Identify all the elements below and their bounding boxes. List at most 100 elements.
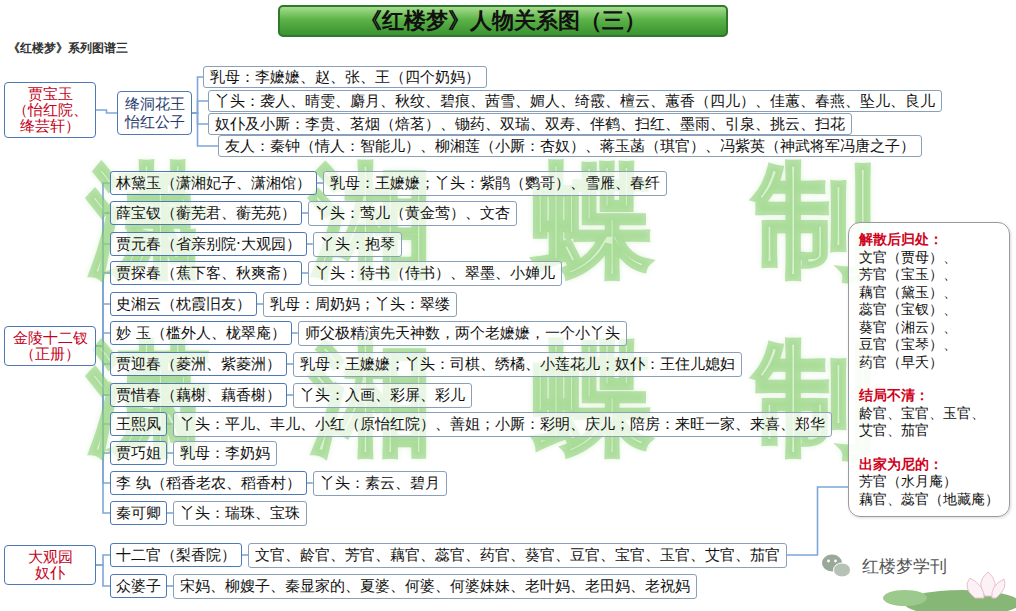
box-text: 贾巧姐	[116, 444, 161, 462]
box-text: 乳母：李奶妈	[180, 444, 270, 462]
box-text: 史湘云（枕霞旧友）	[116, 295, 251, 313]
detail-box: 乳母：李嬷嬷、赵、张、王（四个奶妈）	[203, 66, 487, 88]
box-text: 师父极精演先天神数，两个老嬷嬷，一个小丫头	[305, 324, 620, 342]
box-text: 贾宝玉	[12, 86, 88, 102]
box-text: 乳母：王嬷嬷；丫头：司棋、绣橘、小莲花儿；奴仆：王住儿媳妇	[300, 355, 735, 373]
box-text: 薛宝钗（蘅芜君、蘅芜苑）	[116, 204, 296, 222]
box-text: 芳官（宝玉）、	[859, 266, 999, 284]
box-text: 葵官（湘云）、	[859, 319, 999, 337]
character-box: 贾探春（蕉下客、秋爽斋）	[110, 261, 302, 285]
wechat-icon	[822, 555, 851, 578]
box-text: 丫头：入画、彩屏、彩儿	[300, 386, 465, 404]
detail-box: 乳母：李奶妈	[173, 441, 277, 466]
box-text: 丫头：素云、碧月	[320, 474, 440, 492]
tree-connector	[96, 565, 110, 586]
detail-box: 丫头：入画、彩屏、彩儿	[293, 383, 472, 408]
box-text: 十二官（梨香院）	[116, 546, 236, 564]
section-heading: 结局不清：	[859, 387, 999, 405]
box-text: 蕊官（宝钗）、	[859, 301, 999, 319]
section-heading: 出家为尼的：	[859, 456, 999, 474]
character-box: 秦可卿	[110, 501, 167, 525]
character-box: 史湘云（枕霞旧友）	[110, 292, 257, 316]
character-group: 大观园 奴仆	[4, 545, 96, 585]
box-text: 王熙凤	[116, 415, 161, 433]
box-text: 众婆子	[116, 577, 161, 595]
detail-box: 丫头：平儿、丰儿、小红（原怡红院）、善姐；小厮：彩明、庆儿；陪房：来旺一家、来喜…	[173, 412, 832, 437]
box-text: 乳母：王嬷嬷；丫头：紫鹃（鹦哥）、雪雁、春纤	[330, 174, 660, 192]
character-box: 贾迎春（菱洲、紫菱洲）	[110, 352, 287, 376]
box-text: 乳母：李嬷嬷、赵、张、王（四个奶妈）	[210, 68, 480, 86]
detail-box: 宋妈、柳嫂子、秦显家的、夏婆、何婆、何婆妹妹、老叶妈、老田妈、老祝妈	[173, 574, 697, 599]
section-heading: 解散后归处：	[859, 231, 999, 249]
box-text: 友人：秦钟（情人：智能儿）、柳湘莲（小厮：杏奴）、蒋玉菡（琪官）、冯紫英（神武将…	[225, 137, 915, 155]
character-box: 贾巧姐	[110, 441, 167, 465]
character-box: 十二官（梨香院）	[110, 543, 242, 567]
detail-box: 丫头：莺儿（黄金莺）、文杏	[308, 201, 517, 226]
detail-box: 丫头：袭人、晴雯、麝月、秋纹、碧痕、茜雪、媚人、绮霰、檀云、蕙香（四儿）、佳蕙、…	[208, 90, 942, 112]
title-banner: 《红楼梦》人物关系图（三）	[278, 5, 728, 37]
box-text: 龄官、宝官、玉官、	[859, 405, 999, 423]
fate-panel: 解散后归处：文官（贾母）、芳官（宝玉）、藕官（黛玉）、蕊官（宝钗）、葵官（湘云）…	[848, 222, 1010, 517]
box-text: 豆官（宝琴）、	[859, 336, 999, 354]
tree-connector	[96, 110, 117, 113]
box-text: 贾迎春（菱洲、紫菱洲）	[116, 355, 281, 373]
box-text: 文官、龄官、芳官、藕官、蕊官、药官、葵官、豆官、宝官、玉官、艾官、茄官	[255, 546, 780, 564]
detail-box: 丫头：素云、碧月	[313, 471, 447, 496]
box-text: 贾探春（蕉下客、秋爽斋）	[116, 264, 296, 282]
tree-connector	[96, 555, 110, 565]
character-box: 王熙凤	[110, 412, 167, 436]
detail-box: 乳母：周奶妈；丫头：翠缕	[263, 292, 457, 317]
detail-box: 奴仆及小厮：李贵、茗烟（焙茗）、锄药、双瑞、双寿、伴鹤、扫红、墨雨、引泉、挑云、…	[208, 113, 852, 135]
tree-connector	[307, 482, 313, 484]
source-credit: 红楼梦学刊	[862, 555, 947, 578]
detail-box: 文官、龄官、芳官、藕官、蕊官、药官、葵官、豆官、宝官、玉官、艾官、茄官	[248, 543, 787, 568]
tree-connector	[787, 487, 848, 555]
box-text: 丫头：抱琴	[320, 235, 395, 253]
detail-box: 丫头：待书（侍书）、翠墨、小婵儿	[308, 261, 562, 286]
box-text: 奴仆及小厮：李贵、茗烟（焙茗）、锄药、双瑞、双寿、伴鹤、扫红、墨雨、引泉、挑云、…	[215, 115, 845, 133]
box-text: （正册）	[12, 346, 88, 362]
box-text: 文官（贾母）、	[859, 249, 999, 267]
tree-connector	[292, 332, 298, 334]
box-text: 药官（早夭）	[859, 354, 999, 372]
character-box: 妙 玉（槛外人、栊翠庵）	[110, 321, 292, 345]
box-text: 李 纨（稻香老农、稻香村）	[116, 474, 301, 492]
character-box: 李 纨（稻香老农、稻香村）	[110, 471, 307, 495]
box-text: 藕官、蕊官（地藏庵）	[859, 491, 999, 509]
detail-box: 丫头：瑞珠、宝珠	[173, 501, 307, 526]
character-box: 林黛玉（潇湘妃子、潇湘馆）	[110, 171, 317, 195]
box-text: 藕官（黛玉）、	[859, 284, 999, 302]
box-text: 秦可卿	[116, 504, 161, 522]
box-text: 林黛玉（潇湘妃子、潇湘馆）	[116, 174, 311, 192]
detail-box: 乳母：王嬷嬷；丫头：紫鹃（鹦哥）、雪雁、春纤	[323, 171, 667, 196]
box-text: 贾元春（省亲别院·大观园）	[116, 235, 301, 253]
character-box: 众婆子	[110, 574, 167, 598]
box-text: 妙 玉（槛外人、栊翠庵）	[116, 324, 286, 342]
detail-box: 乳母：王嬷嬷；丫头：司棋、绣橘、小莲花儿；奴仆：王住儿媳妇	[293, 352, 742, 377]
character-box: 贾元春（省亲别院·大观园）	[110, 232, 307, 256]
box-text: 丫头：平儿、丰儿、小红（原怡红院）、善姐；小厮：彩明、庆儿；陪房：来旺一家、来喜…	[180, 415, 825, 433]
box-text: 金陵十二钗	[12, 330, 88, 346]
box-text: 绛洞花王 怡红公子	[124, 95, 185, 131]
lotus-illustration	[883, 572, 1016, 611]
character-box: 薛宝钗（蘅芜君、蘅芜苑）	[110, 201, 302, 225]
detail-box: 丫头：抱琴	[313, 232, 402, 257]
detail-box: 友人：秦钟（情人：智能儿）、柳湘莲（小厮：杏奴）、蒋玉菡（琪官）、冯紫英（神武将…	[218, 135, 922, 157]
character-group: 贾宝玉（怡红院、绛芸轩）	[4, 82, 96, 138]
character-box: 贾惜春（藕榭、藕香榭）	[110, 383, 287, 407]
box-text: 丫头：莺儿（黄金莺）、文杏	[315, 204, 510, 222]
series-caption: 《红楼梦》系列图谱三	[8, 40, 128, 57]
character-group: 金陵十二钗（正册）	[4, 326, 96, 366]
box-text: 丫头：待书（侍书）、翠墨、小婵儿	[315, 264, 555, 282]
box-text: 大观园 奴仆	[19, 549, 81, 581]
box-text: 丫头：袭人、晴雯、麝月、秋纹、碧痕、茜雪、媚人、绮霰、檀云、蕙香（四儿）、佳蕙、…	[215, 92, 935, 110]
box-text: 丫头：瑞珠、宝珠	[180, 504, 300, 522]
box-text: 乳母：周奶妈；丫头：翠缕	[270, 295, 450, 313]
box-text: （怡红院、绛芸轩）	[12, 102, 88, 134]
box-text: 艾官、茄官	[859, 422, 999, 440]
nickname-box: 绛洞花王 怡红公子	[117, 91, 192, 135]
detail-box: 师父极精演先天神数，两个老嬷嬷，一个小丫头	[298, 321, 627, 346]
box-text: 宋妈、柳嫂子、秦显家的、夏婆、何婆、何婆妹妹、老叶妈、老田妈、老祝妈	[180, 577, 690, 595]
box-text: 贾惜春（藕榭、藕香榭）	[116, 386, 281, 404]
